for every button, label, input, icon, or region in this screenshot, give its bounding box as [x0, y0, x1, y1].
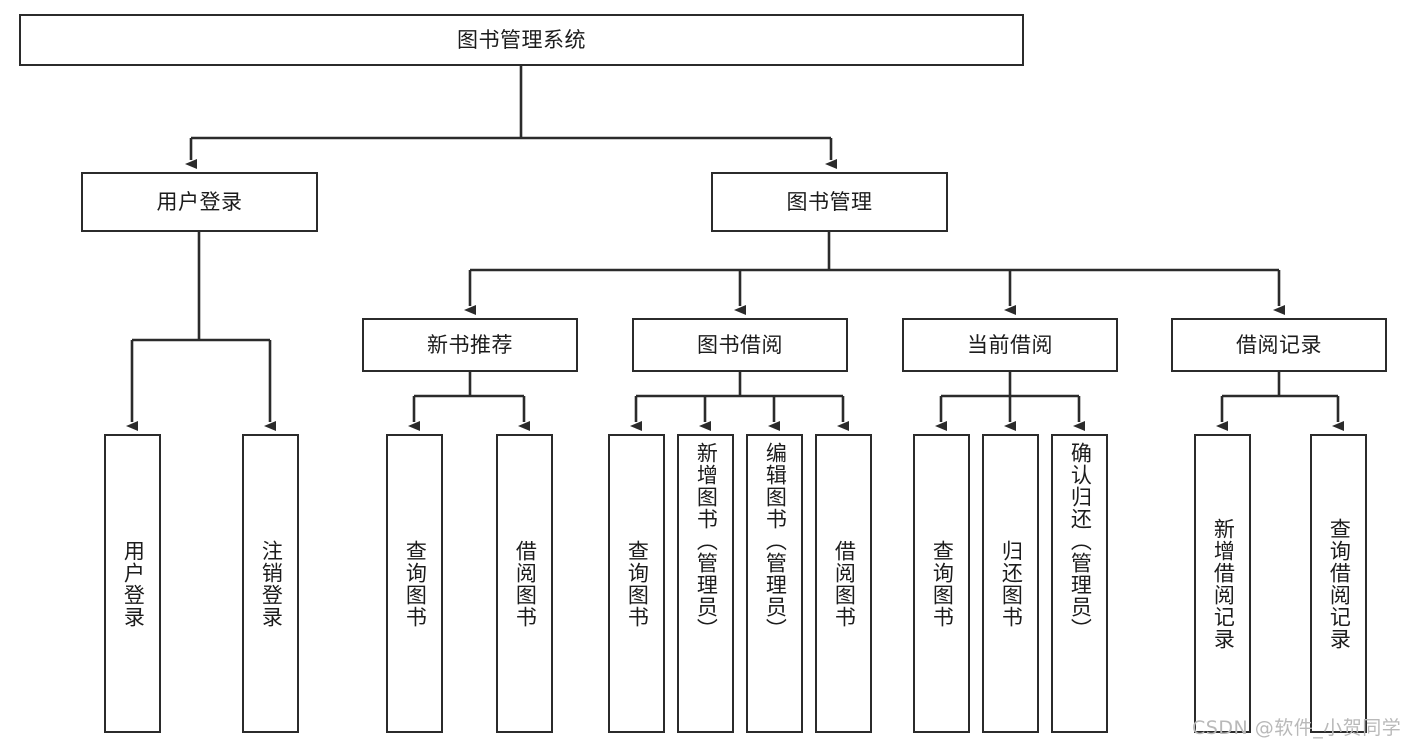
node-borrow-record[interactable]: 借阅记录 — [1171, 318, 1387, 372]
node-book-borrow[interactable]: 图书借阅 — [632, 318, 848, 372]
node-leaf-query-book-current[interactable]: 查询图书 — [913, 434, 970, 733]
node-leaf-borrow-book[interactable]: 借阅图书 — [815, 434, 872, 733]
node-leaf-confirm-return-label: 确认归还（管理员） — [1068, 442, 1093, 640]
node-leaf-query-book-borrow[interactable]: 查询图书 — [608, 434, 665, 733]
watermark: CSDN @软件_小贺同学 — [1192, 717, 1402, 739]
node-leaf-edit-book-label: 编辑图书（管理员） — [763, 442, 788, 640]
node-leaf-borrow-book-label: 借阅图书 — [832, 539, 857, 628]
node-leaf-add-book[interactable]: 新增图书（管理员） — [677, 434, 734, 733]
node-new-book-label: 新书推荐 — [427, 332, 513, 357]
node-leaf-query-book-newbook[interactable]: 查询图书 — [386, 434, 443, 733]
node-leaf-query-record[interactable]: 查询借阅记录 — [1310, 434, 1367, 733]
node-leaf-logout[interactable]: 注销登录 — [242, 434, 299, 733]
node-current-borrow-label: 当前借阅 — [967, 332, 1053, 357]
node-leaf-edit-book[interactable]: 编辑图书（管理员） — [746, 434, 803, 733]
node-leaf-return-book[interactable]: 归还图书 — [982, 434, 1039, 733]
node-leaf-borrow-book-newbook[interactable]: 借阅图书 — [496, 434, 553, 733]
node-leaf-return-book-label: 归还图书 — [999, 539, 1024, 628]
node-leaf-user-login[interactable]: 用户登录 — [104, 434, 161, 733]
node-new-book[interactable]: 新书推荐 — [362, 318, 578, 372]
node-leaf-query-book-newbook-label: 查询图书 — [403, 539, 428, 628]
node-leaf-add-book-label: 新增图书（管理员） — [694, 442, 719, 640]
node-leaf-query-record-label: 查询借阅记录 — [1327, 517, 1352, 650]
node-book-borrow-label: 图书借阅 — [697, 332, 783, 357]
node-leaf-confirm-return[interactable]: 确认归还（管理员） — [1051, 434, 1108, 733]
node-root-label: 图书管理系统 — [457, 27, 586, 52]
node-user-login-label: 用户登录 — [156, 189, 243, 214]
node-user-login[interactable]: 用户登录 — [81, 172, 318, 232]
node-leaf-user-login-label: 用户登录 — [121, 539, 146, 628]
node-leaf-logout-label: 注销登录 — [259, 539, 284, 628]
node-leaf-add-record-label: 新增借阅记录 — [1211, 517, 1236, 650]
node-borrow-record-label: 借阅记录 — [1236, 332, 1322, 357]
node-leaf-query-book-borrow-label: 查询图书 — [625, 539, 650, 628]
node-book-manage[interactable]: 图书管理 — [711, 172, 948, 232]
node-current-borrow[interactable]: 当前借阅 — [902, 318, 1118, 372]
node-root[interactable]: 图书管理系统 — [19, 14, 1024, 66]
node-leaf-borrow-book-newbook-label: 借阅图书 — [513, 539, 538, 628]
node-leaf-add-record[interactable]: 新增借阅记录 — [1194, 434, 1251, 733]
node-book-manage-label: 图书管理 — [786, 189, 873, 214]
node-leaf-query-book-current-label: 查询图书 — [930, 539, 955, 628]
